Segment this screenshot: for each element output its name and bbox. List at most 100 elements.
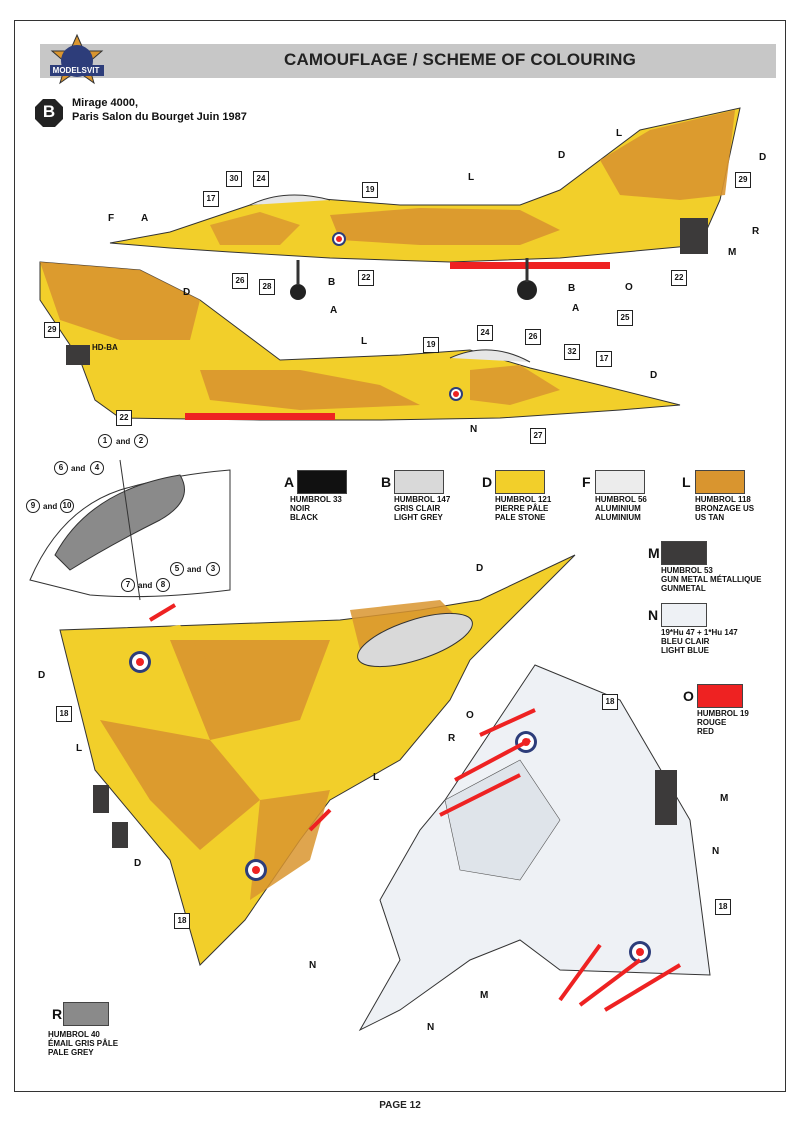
marker-D-plan-tail: D — [134, 858, 142, 869]
marker-A-gear: A — [330, 305, 338, 316]
swatch-R-chip — [63, 1002, 109, 1026]
canopy-and-7: and — [138, 581, 153, 590]
callout-22: 22 — [358, 270, 374, 286]
swatch-R-line3: PALE GREY — [48, 1048, 94, 1057]
swatch-O-chip — [697, 684, 743, 708]
marker-L-mid: L — [468, 172, 475, 183]
marker-M-bottom: M — [720, 793, 729, 804]
marker-N-bottom-1: N — [712, 846, 720, 857]
callout-17: 17 — [203, 191, 219, 207]
swatch-L-text: HUMBROL 118 BRONZAGE US US TAN — [695, 495, 765, 522]
canopy-callout-5: 5 — [170, 562, 184, 576]
marker-M: M — [728, 247, 737, 258]
swatch-B-chip — [394, 470, 444, 494]
page-title: CAMOUFLAGE / SCHEME OF COLOURING — [283, 50, 637, 69]
callout-26: 26 — [232, 273, 248, 289]
swatch-A-line1: HUMBROL 33 — [290, 495, 342, 504]
swatch-N-line2: BLEU CLAIR — [661, 637, 710, 646]
swatch-R-line2: ÉMAIL GRIS PÂLE — [48, 1039, 119, 1048]
swatch-F-line1: HUMBROL 56 — [595, 495, 647, 504]
marker-N-bottom-2: N — [309, 960, 317, 971]
callout-22-lower: 22 — [116, 410, 132, 426]
callout-17-lower: 17 — [596, 351, 612, 367]
callout-29: 29 — [735, 172, 751, 188]
marker-D-plan-nose: D — [476, 563, 484, 574]
header-bar — [40, 44, 776, 78]
swatch-F-letter: F — [582, 474, 591, 490]
swatch-D-line1: HUMBROL 121 — [495, 495, 552, 504]
canopy-callout-3: 3 — [206, 562, 220, 576]
swatch-N-line1: 19*Hu 47 + 1*Hu 147 — [661, 628, 738, 637]
swatch-L-letter: L — [682, 474, 691, 490]
callout-18-bottom-2: 18 — [715, 899, 731, 915]
swatch-D-letter: D — [482, 474, 493, 490]
canopy-callout-7: 7 — [121, 578, 135, 592]
swatch-B-letter: B — [381, 474, 392, 490]
swatch-M-text: HUMBROL 53 GUN METAL MÉTALLIQUE GUNMETAL — [661, 566, 771, 593]
marker-N-bottom-3: N — [427, 1022, 435, 1033]
scheme-title-line1: Mirage 4000, — [72, 97, 139, 109]
swatch-N-line3: LIGHT BLUE — [661, 646, 709, 655]
scheme-title: Mirage 4000, Paris Salon du Bourget Juin… — [72, 96, 247, 124]
marker-L-plan-2: L — [373, 772, 380, 783]
logo-text: MODELSVIT — [52, 66, 100, 75]
callout-24: 24 — [253, 171, 269, 187]
swatch-O-line3: RED — [697, 727, 714, 736]
marker-O-bottom: O — [466, 710, 474, 721]
marker-R: R — [752, 226, 760, 237]
swatch-O-line1: HUMBROL 19 — [697, 709, 749, 718]
swatch-D-line2: PIERRE PÂLE — [495, 504, 549, 513]
swatch-N-letter: N — [648, 607, 659, 623]
swatch-F-text: HUMBROL 56 ALUMINIUM ALUMINIUM — [595, 495, 665, 522]
callout-28: 28 — [259, 279, 275, 295]
swatch-O-letter: O — [683, 688, 694, 704]
swatch-F-line2: ALUMINIUM — [595, 504, 641, 513]
swatch-R-line1: HUMBROL 40 — [48, 1030, 100, 1039]
scheme-badge-shape — [35, 99, 63, 127]
swatch-B-line1: HUMBROL 147 — [394, 495, 451, 504]
swatch-M-line2: GUN METAL MÉTALLIQUE — [661, 575, 762, 584]
swatch-A-chip — [297, 470, 347, 494]
swatch-R-letter: R — [52, 1006, 63, 1022]
marker-D-plan-wing: D — [38, 670, 46, 681]
marker-D-top: D — [558, 150, 566, 161]
marker-L-plan-1: L — [76, 743, 83, 754]
swatch-F-line3: ALUMINIUM — [595, 513, 641, 522]
tail-code: HD-BA — [92, 343, 118, 352]
marker-D-lower-nose: D — [650, 370, 658, 381]
callout-18-bottom-1: 18 — [602, 694, 618, 710]
page-number: PAGE 12 — [379, 1100, 421, 1111]
callout-30: 30 — [226, 171, 242, 187]
swatch-D-chip — [495, 470, 545, 494]
marker-O: O — [625, 282, 633, 293]
swatch-A-letter: A — [284, 474, 295, 490]
callout-19: 19 — [362, 182, 378, 198]
swatch-L-line2: BRONZAGE US — [695, 504, 755, 513]
swatch-L-chip — [695, 470, 745, 494]
swatch-O-text: HUMBROL 19 ROUGE RED — [697, 709, 777, 736]
canopy-callout-9: 9 — [26, 499, 40, 513]
canopy-and-1: and — [116, 437, 131, 446]
side-profile-upper — [109, 107, 741, 300]
callout-22b: 22 — [671, 270, 687, 286]
callout-18-plan-2: 18 — [174, 913, 190, 929]
marker-M-bottom-2: M — [480, 990, 489, 1001]
marker-R-bottom: R — [448, 733, 456, 744]
swatch-N-chip — [661, 603, 707, 627]
callout-29-lower: 29 — [44, 322, 60, 338]
callout-25: 25 — [617, 310, 633, 326]
scheme-badge-letter: B — [42, 102, 56, 121]
marker-L-lower: L — [361, 336, 368, 347]
side-profile-lower — [39, 261, 681, 421]
callout-27: 27 — [530, 428, 546, 444]
swatch-M-chip — [661, 541, 707, 565]
swatch-M-letter: M — [648, 545, 660, 561]
callout-19-lower: 19 — [423, 337, 439, 353]
swatch-F-chip — [595, 470, 645, 494]
callout-18-plan-1: 18 — [56, 706, 72, 722]
marker-D-tail: D — [759, 152, 767, 163]
canopy-callout-8: 8 — [156, 578, 170, 592]
swatch-R-text: HUMBROL 40 ÉMAIL GRIS PÂLE PALE GREY — [48, 1030, 138, 1057]
